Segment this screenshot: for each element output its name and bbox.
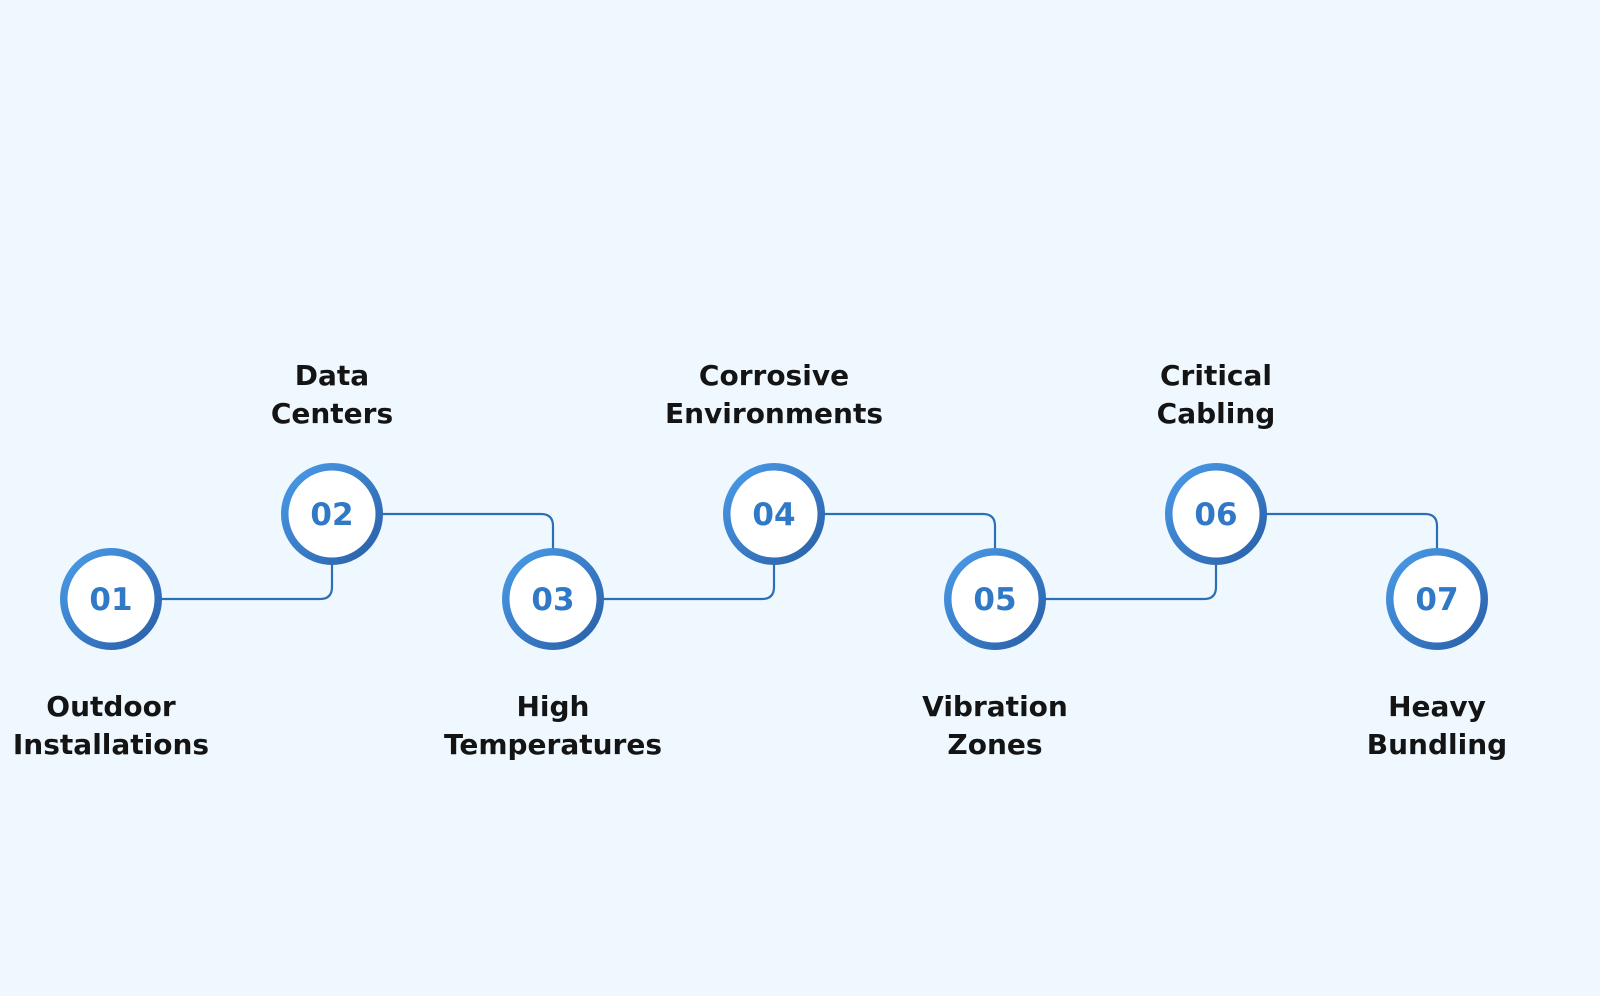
step-node: 03: [502, 548, 604, 650]
step-label-line: Environments: [665, 397, 883, 430]
connector-lines: [111, 512, 1439, 601]
step-label-line: Outdoor: [46, 690, 176, 723]
step-label-line: Temperatures: [444, 728, 662, 761]
step-label-line: High: [516, 690, 589, 723]
step-node: 04: [723, 463, 825, 565]
step-label-line: Centers: [271, 397, 393, 430]
step-label-line: Bundling: [1367, 728, 1507, 761]
step-label-line: Vibration: [922, 690, 1068, 723]
step-label-line: Zones: [947, 728, 1042, 761]
connector-line: [774, 512, 997, 599]
connector-line: [1216, 512, 1439, 599]
step-number: 04: [752, 497, 795, 533]
step-label-line: Cabling: [1157, 397, 1276, 430]
step-number: 01: [89, 582, 132, 618]
step-number: 06: [1194, 497, 1237, 533]
connector-line: [553, 514, 776, 601]
step-node: 06: [1165, 463, 1267, 565]
step-nodes: 01 02 03 04 05 06 07: [60, 463, 1488, 650]
step-label-line: Corrosive: [699, 359, 849, 392]
step-number: 07: [1415, 582, 1458, 618]
step-node: 07: [1386, 548, 1488, 650]
step-ring: [723, 463, 825, 565]
connector-line: [995, 514, 1218, 601]
step-node: 01: [60, 548, 162, 650]
step-node: 05: [944, 548, 1046, 650]
step-number: 05: [973, 582, 1016, 618]
step-number: 02: [310, 497, 353, 533]
step-ring: [60, 548, 162, 650]
step-label-line: Critical: [1160, 359, 1272, 392]
step-label-line: Installations: [13, 728, 209, 761]
step-ring: [281, 463, 383, 565]
connector-line: [332, 512, 555, 599]
connector-line: [111, 514, 334, 601]
step-node: 02: [281, 463, 383, 565]
step-label-line: Data: [295, 359, 369, 392]
step-label-line: Heavy: [1388, 690, 1486, 723]
step-ring: [944, 548, 1046, 650]
step-ring: [1165, 463, 1267, 565]
step-ring: [1386, 548, 1488, 650]
step-number: 03: [531, 582, 574, 618]
step-ring: [502, 548, 604, 650]
